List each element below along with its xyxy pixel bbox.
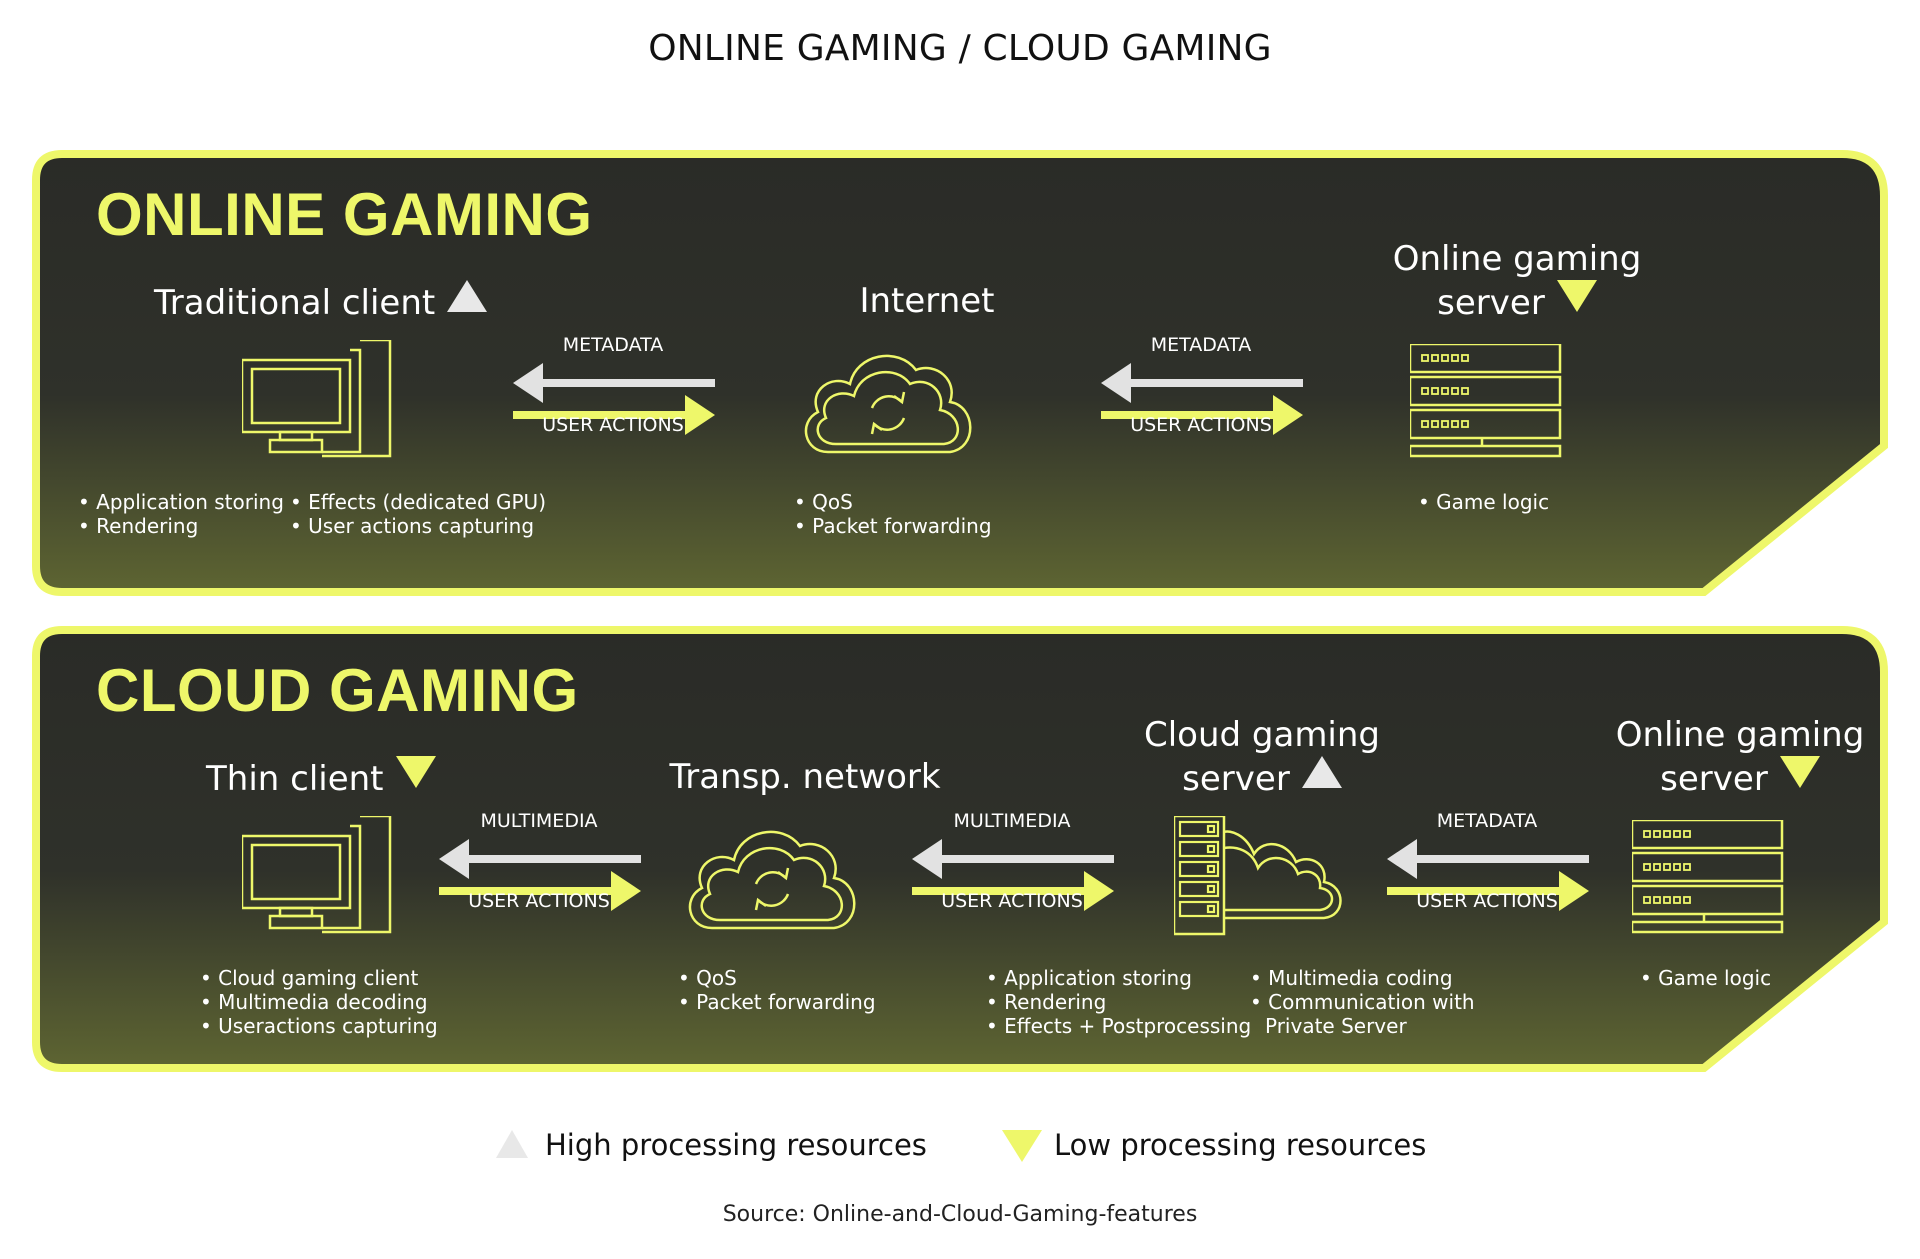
- high-processing-triangle-icon: [447, 280, 488, 312]
- online-panel-title: ONLINE GAMING: [96, 181, 593, 248]
- online-arrow2-top-label: METADATA: [1150, 334, 1252, 356]
- cloud-online-server-bullets: Game logic: [1640, 966, 1771, 990]
- cloud-panel-background: [32, 626, 1888, 1072]
- legend-low-icon: [1002, 1130, 1042, 1168]
- cloud-panel-title: CLOUD GAMING: [96, 657, 579, 724]
- list-item: Effects + Postprocessing: [986, 1014, 1251, 1038]
- list-item: Private Server: [1265, 1014, 1407, 1038]
- online-arrow1-top-label: METADATA: [562, 334, 664, 356]
- traditional-client-label: Traditional client: [154, 280, 488, 324]
- cloud-arrow3-top-label: METADATA: [1436, 810, 1538, 832]
- cloud-online-server-label: Online gaming server: [1615, 715, 1865, 799]
- list-item: Useractions capturing: [200, 1014, 438, 1038]
- list-item: QoS: [678, 966, 876, 990]
- monitor-icon: [242, 816, 392, 934]
- thin-client-bullets: Cloud gaming client Multimedia decoding …: [200, 966, 438, 1038]
- list-item: Rendering: [986, 990, 1251, 1014]
- cloud-server-bullets-col1: Application storing Rendering Effects + …: [986, 966, 1251, 1038]
- online-arrow2-bottom-label: USER ACTIONS: [1130, 414, 1272, 436]
- list-item: Application storing: [78, 490, 284, 514]
- list-item: Multimedia coding: [1250, 966, 1475, 990]
- cloud-arrow2-bottom-label: USER ACTIONS: [941, 890, 1083, 912]
- server-rack-icon: [1632, 820, 1784, 934]
- list-item: Effects (dedicated GPU): [290, 490, 546, 514]
- server-rack-icon: [1410, 344, 1562, 458]
- cloud-arrow2-top-label: MULTIMEDIA: [953, 810, 1071, 832]
- cloud-sync-icon: [804, 354, 972, 454]
- low-processing-triangle-icon: [1556, 280, 1597, 312]
- online-arrow1-bottom-label: USER ACTIONS: [542, 414, 684, 436]
- thin-client-label: Thin client: [206, 756, 436, 800]
- low-processing-triangle-icon: [1779, 756, 1820, 788]
- high-processing-triangle-icon: [1301, 756, 1342, 788]
- internet-bullets: QoS Packet forwarding: [794, 490, 992, 538]
- source-caption: Source: Online-and-Cloud-Gaming-features: [722, 1202, 1198, 1227]
- legend-low-label: Low processing resources: [1054, 1128, 1427, 1162]
- online-gaming-panel: ONLINE GAMING Traditional client METADAT…: [32, 150, 1888, 596]
- transp-network-bullets: QoS Packet forwarding: [678, 966, 876, 1014]
- list-item: Communication with: [1250, 990, 1474, 1014]
- list-item: User actions capturing: [290, 514, 546, 538]
- legend-high-icon: [496, 1130, 528, 1164]
- online-server-label: Online gaming server: [1392, 239, 1642, 323]
- cloud-sync-icon: [688, 830, 856, 930]
- internet-label: Internet: [859, 281, 995, 321]
- low-processing-triangle-icon: [395, 756, 436, 788]
- cloud-server-bullets-col2: Multimedia coding Communication with Pri…: [1250, 966, 1475, 1038]
- list-item: Packet forwarding: [794, 514, 991, 538]
- list-item: Packet forwarding: [678, 990, 875, 1014]
- cloud-arrow3-bottom-label: USER ACTIONS: [1416, 890, 1558, 912]
- traditional-client-bullets-col1: Application storing Rendering: [78, 490, 284, 538]
- cloud-gaming-panel: CLOUD GAMING Thin client MULTIMEDIA USER…: [32, 626, 1888, 1072]
- legend-high-label: High processing resources: [545, 1128, 927, 1162]
- list-item: Multimedia decoding: [200, 990, 438, 1014]
- low-processing-triangle-icon: [1002, 1130, 1042, 1162]
- list-item: Game logic: [1640, 966, 1771, 990]
- cloud-server-icon: [1174, 816, 1342, 936]
- main-title: ONLINE GAMING / CLOUD GAMING: [648, 28, 1272, 69]
- list-item: Cloud gaming client: [200, 966, 438, 990]
- cloud-gaming-server-label: Cloud gaming server: [1143, 715, 1381, 799]
- list-item: QoS: [794, 490, 992, 514]
- online-server-bullets: Game logic: [1418, 490, 1549, 514]
- traditional-client-bullets-col2: Effects (dedicated GPU) User actions cap…: [290, 490, 546, 538]
- list-item: Application storing: [986, 966, 1251, 990]
- high-processing-triangle-icon: [496, 1130, 528, 1158]
- transp-network-label: Transp. network: [669, 757, 941, 797]
- monitor-icon: [242, 340, 392, 458]
- list-item: Game logic: [1418, 490, 1549, 514]
- online-panel-background: [32, 150, 1888, 596]
- cloud-arrow1-bottom-label: USER ACTIONS: [468, 890, 610, 912]
- cloud-arrow1-top-label: MULTIMEDIA: [480, 810, 598, 832]
- list-item: Rendering: [78, 514, 284, 538]
